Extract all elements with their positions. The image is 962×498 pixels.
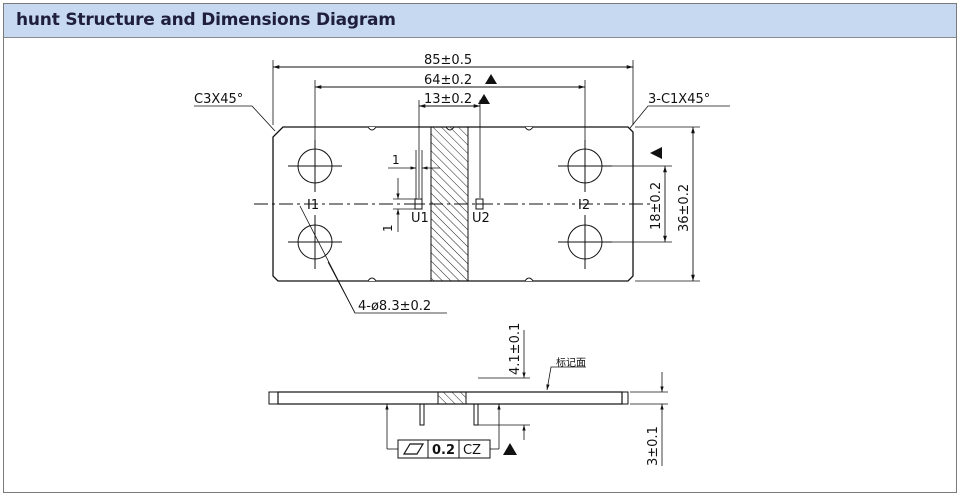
page-title: hunt Structure and Dimensions Diagram <box>16 10 396 30</box>
datum-triangle-side <box>503 443 517 455</box>
dim-pin-height: 4.1±0.1 <box>508 323 523 375</box>
shunt-body-outline <box>272 126 634 282</box>
bottom-notch-left <box>367 277 377 282</box>
dim-overall-width: 36±0.2 <box>677 184 692 232</box>
bottom-notch-right <box>524 277 534 282</box>
dim-thickness: 3±0.1 <box>646 426 661 466</box>
label-u2: U2 <box>472 211 490 226</box>
side-pin-left <box>419 403 425 426</box>
title-bar: hunt Structure and Dimensions Diagram <box>4 4 956 38</box>
dim-hole-pitch: 64±0.2 <box>424 73 472 88</box>
mounting-holes <box>288 140 612 269</box>
chamfer-left-leader <box>194 105 276 132</box>
mark-face-leader <box>546 366 586 391</box>
datum-triangle-64 <box>485 74 497 84</box>
dim-pin-offset-x: 1 <box>392 153 400 167</box>
top-view <box>194 60 730 314</box>
tolerance-datum: CZ <box>463 443 481 458</box>
label-i2: I2 <box>578 198 590 213</box>
tolerance-value: 0.2 <box>432 443 455 458</box>
flatness-symbol-icon <box>402 443 425 455</box>
chamfer-left-label: C3X45° <box>194 92 243 107</box>
dim-hole-spacing: 18±0.2 <box>649 182 664 230</box>
dim-overall-length: 85±0.5 <box>424 53 472 68</box>
side-resistive-element <box>437 391 467 405</box>
top-notch-right <box>524 126 534 131</box>
label-u1: U1 <box>411 211 429 226</box>
chamfer-right-leader <box>629 105 730 129</box>
tolerance-frame <box>397 439 491 459</box>
datum-triangle-13 <box>478 94 490 104</box>
dim-pin-offset-y: 1 <box>381 224 395 232</box>
top-notch-left <box>367 126 377 131</box>
side-plate-left-end <box>268 391 279 405</box>
side-pin-right <box>473 403 479 426</box>
chamfer-right-label: 3-C1X45° <box>648 92 710 107</box>
hole-spec-label: 4-ø8.3±0.2 <box>358 299 431 314</box>
datum-triangle-right <box>650 147 662 159</box>
mark-face-label: 标记面 <box>556 357 586 369</box>
dim-center-gap: 13±0.2 <box>424 92 472 107</box>
label-i1: I1 <box>307 198 319 213</box>
side-plate-right-end <box>621 391 629 405</box>
diagram-frame: hunt Structure and Dimensions Diagram <box>3 3 957 493</box>
side-view <box>268 330 668 466</box>
